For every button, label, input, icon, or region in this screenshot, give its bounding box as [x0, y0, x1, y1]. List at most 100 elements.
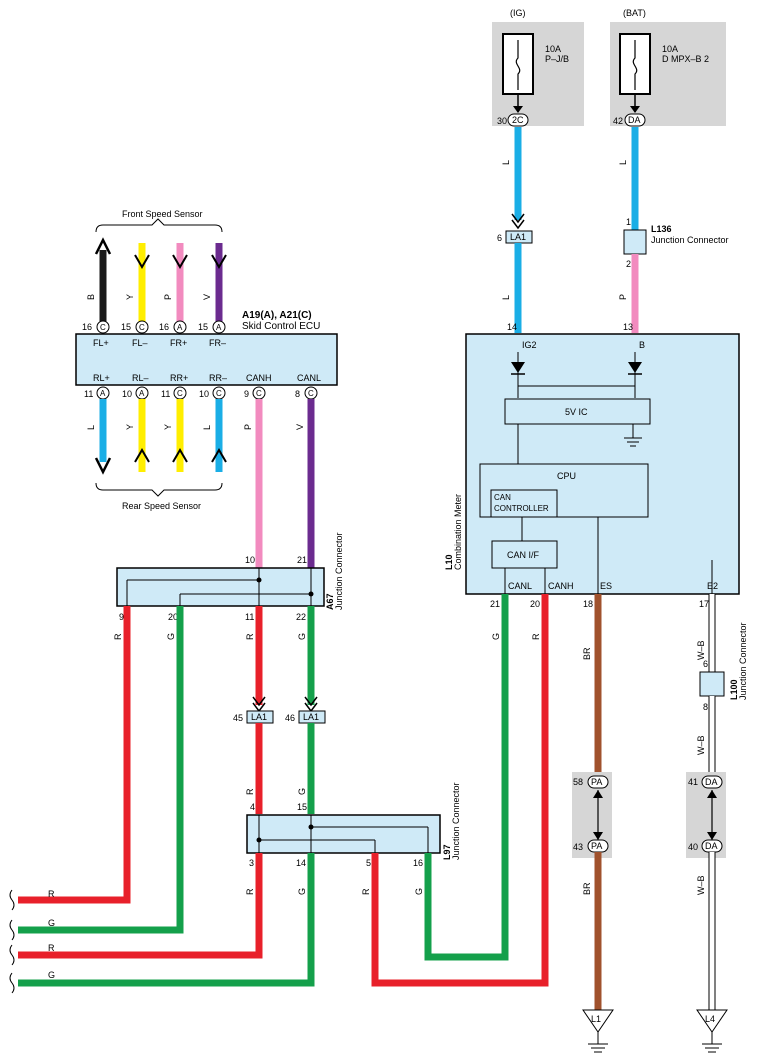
l97-junction-connector: L97 Junction Connector 3 14 5 16 [246, 782, 461, 868]
svg-text:21: 21 [297, 555, 307, 565]
la1-label: LA1 [510, 232, 526, 242]
svg-text:B: B [86, 294, 96, 300]
svg-text:W–B: W–B [696, 640, 706, 660]
fuse-ig-pin: 30 [497, 116, 507, 126]
svg-text:21: 21 [490, 599, 500, 609]
svg-text:G: G [48, 970, 55, 980]
fuse-bat-conn: DA [628, 115, 641, 125]
svg-text:FL+: FL+ [93, 338, 109, 348]
wire-es-br: BR 58 PA 43 PA BR L1 [572, 594, 614, 1053]
ecu-id: A19(A), A21(C) [242, 310, 312, 321]
svg-text:DA: DA [705, 841, 718, 851]
svg-text:4: 4 [250, 802, 255, 812]
svg-text:CANH: CANH [246, 373, 272, 383]
l100-connector [699, 671, 725, 697]
svg-text:10: 10 [199, 389, 209, 399]
svg-text:CAN: CAN [494, 493, 511, 502]
fuse-bat-rating: 10A [662, 44, 678, 54]
svg-text:16: 16 [159, 322, 169, 332]
svg-text:45: 45 [233, 713, 243, 723]
svg-text:58: 58 [573, 777, 583, 787]
svg-text:8: 8 [295, 389, 300, 399]
svg-text:41: 41 [688, 777, 698, 787]
svg-text:L: L [501, 160, 511, 165]
wire-l97-out: R R G G R R G G [18, 594, 549, 987]
svg-text:11: 11 [161, 389, 170, 399]
svg-text:L: L [86, 425, 96, 430]
svg-text:CANL: CANL [508, 581, 532, 591]
svg-text:IG2: IG2 [522, 340, 537, 350]
svg-text:R: R [531, 633, 541, 640]
fuse-bat-name: D MPX–B 2 [662, 54, 709, 64]
svg-text:16: 16 [413, 858, 423, 868]
svg-text:L: L [618, 160, 628, 165]
svg-text:43: 43 [573, 842, 583, 852]
svg-text:11: 11 [245, 612, 254, 622]
svg-text:G: G [414, 888, 424, 895]
rear-speed-sensor: L Y Y L Rear Speed Sensor [86, 399, 227, 511]
svg-text:14: 14 [296, 858, 306, 868]
fuse-ig-conn: 2C [512, 115, 524, 125]
svg-text:Junction Connector: Junction Connector [651, 235, 729, 245]
svg-text:13: 13 [623, 322, 633, 332]
svg-text:ES: ES [600, 581, 612, 591]
ecu-name: Skid Control ECU [242, 321, 320, 332]
svg-text:DA: DA [705, 777, 718, 787]
wire-break-marks [9, 889, 15, 994]
fuse-ig-name: P–J/B [545, 54, 569, 64]
svg-text:L: L [501, 295, 511, 300]
svg-text:Junction Connector: Junction Connector [738, 622, 748, 700]
l136-id: L136 [651, 224, 672, 234]
wire-e2-wb: W–B 6 L100 Junction Connector 8 W–B 41 D… [686, 594, 748, 1053]
wire-a67-out: R R G G R 45 LA1 G 46 LA1 R G 4 15 [18, 606, 326, 934]
combination-meter: L10 Combination Meter IG2 B 5V IC CPU CA… [444, 333, 740, 609]
svg-text:C: C [177, 389, 183, 398]
svg-text:R: R [48, 943, 55, 953]
svg-text:RR–: RR– [209, 373, 227, 383]
svg-text:B: B [639, 340, 645, 350]
svg-text:Y: Y [125, 424, 135, 430]
svg-text:CANL: CANL [297, 373, 321, 383]
svg-text:PA: PA [591, 777, 602, 787]
svg-text:15: 15 [121, 322, 131, 332]
fuse-icon [632, 40, 638, 90]
svg-text:G: G [297, 888, 307, 895]
svg-text:9: 9 [119, 612, 124, 622]
svg-text:10: 10 [122, 389, 132, 399]
svg-text:A: A [139, 389, 145, 398]
svg-text:LA1: LA1 [303, 712, 319, 722]
svg-text:P: P [618, 294, 628, 300]
svg-text:L: L [202, 425, 212, 430]
svg-text:R: R [245, 888, 255, 895]
svg-text:18: 18 [583, 599, 593, 609]
svg-text:R: R [245, 788, 255, 795]
svg-text:RL–: RL– [132, 373, 149, 383]
svg-text:C: C [139, 323, 145, 332]
la1-pin: 6 [497, 233, 502, 243]
skid-control-ecu: A19(A), A21(C) Skid Control ECU 16 C 15 … [75, 310, 338, 400]
svg-text:W–B: W–B [696, 875, 706, 895]
svg-text:A: A [177, 323, 183, 332]
front-sensor-label: Front Speed Sensor [122, 209, 203, 219]
svg-text:R: R [48, 889, 55, 899]
svg-text:V: V [202, 294, 212, 300]
5v-ic-label: 5V IC [565, 407, 588, 417]
svg-text:FL–: FL– [132, 338, 148, 348]
svg-text:Junction Connector: Junction Connector [334, 532, 344, 610]
ground-l4-icon [696, 1009, 728, 1033]
wire-ecu-can: P V 10 21 [243, 399, 315, 568]
svg-text:LA1: LA1 [251, 712, 267, 722]
svg-text:BR: BR [582, 647, 592, 660]
svg-text:P: P [163, 294, 173, 300]
meter-id: L10 [444, 554, 454, 570]
svg-text:P: P [243, 424, 253, 430]
wire-ig-l: L 6 LA1 L 14 [497, 127, 533, 333]
svg-text:14: 14 [507, 322, 517, 332]
svg-text:9: 9 [244, 389, 249, 399]
fuse-bat-block: (BAT) 10A D MPX–B 2 42 DA [610, 8, 726, 127]
svg-text:46: 46 [285, 713, 295, 723]
diode-icon [511, 362, 525, 373]
svg-text:L97: L97 [442, 844, 452, 860]
svg-text:CONTROLLER: CONTROLLER [494, 504, 549, 513]
